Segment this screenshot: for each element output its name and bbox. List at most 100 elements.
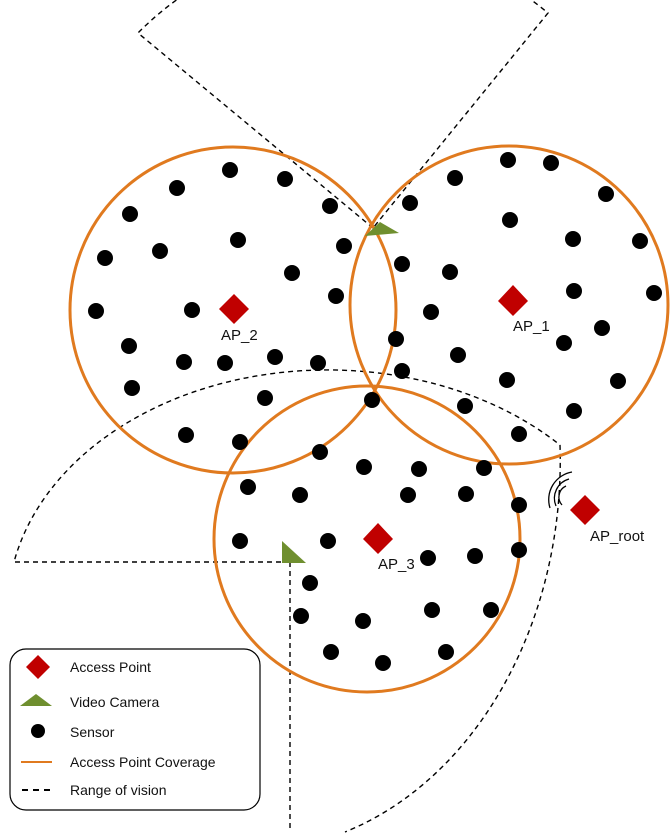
sensor-node [411, 461, 427, 477]
video-cameras [282, 222, 399, 563]
sensor-node [511, 426, 527, 442]
sensor-node [97, 250, 113, 266]
sensor-node [267, 349, 283, 365]
sensor-node [356, 459, 372, 475]
sensor-node [364, 392, 380, 408]
sensor-node [322, 198, 338, 214]
sensor-node [565, 231, 581, 247]
sensor-node [423, 304, 439, 320]
sensor-node [447, 170, 463, 186]
sensor-node [152, 243, 168, 259]
ap-label-aproot: AP_root [590, 528, 645, 545]
sensor-node [632, 233, 648, 249]
sensor-node [500, 152, 516, 168]
sensor-node [257, 390, 273, 406]
sensor-node [88, 303, 104, 319]
vision-range-camera-1 [136, 0, 549, 229]
sensor-node [424, 602, 440, 618]
sensor-node [394, 363, 410, 379]
legend-video-camera-label: Video Camera [70, 694, 159, 710]
sensor-node [556, 335, 572, 351]
sensor-node [122, 206, 138, 222]
sensor-node [598, 186, 614, 202]
ap-label-ap1: AP_1 [513, 318, 550, 335]
ap-icon-aproot [570, 495, 600, 525]
sensor-node [646, 285, 662, 301]
legend-access-point-label: Access Point [70, 659, 151, 675]
sensor-node [442, 264, 458, 280]
vision-range-camera-2-arc [344, 444, 561, 833]
wireless-signal-icon [548, 471, 573, 509]
legend-sensor-icon [31, 724, 45, 738]
sensor-node [323, 644, 339, 660]
ap-icon-ap2 [219, 294, 249, 324]
sensor-node [499, 372, 515, 388]
sensor-node [178, 427, 194, 443]
coverage-ap1 [348, 144, 670, 466]
sensor-node [458, 486, 474, 502]
sensor-node [293, 608, 309, 624]
ap-icon-ap3 [363, 523, 393, 554]
access-points [219, 285, 600, 554]
sensor-node [467, 548, 483, 564]
video-camera-2 [282, 541, 306, 563]
sensor-node [230, 232, 246, 248]
sensor-node [438, 644, 454, 660]
coverage-ap3 [212, 384, 522, 694]
sensor-node [450, 347, 466, 363]
vision-ranges [13, 0, 561, 833]
sensor-node [511, 542, 527, 558]
sensor-node [232, 533, 248, 549]
sensor-node [176, 354, 192, 370]
sensor-node [169, 180, 185, 196]
sensor-node [355, 613, 371, 629]
coverage-circles [68, 144, 670, 694]
sensor-node [400, 487, 416, 503]
sensor-node [457, 398, 473, 414]
legend-vision-label: Range of vision [70, 782, 167, 798]
sensor-node [124, 380, 140, 396]
sensors [88, 152, 662, 671]
sensor-node [277, 171, 293, 187]
video-camera-1 [365, 222, 399, 236]
sensor-node [292, 487, 308, 503]
sensor-node [310, 355, 326, 371]
legend-video-camera-icon [20, 694, 52, 706]
ap-label-ap3: AP_3 [378, 556, 415, 573]
sensor-node [502, 212, 518, 228]
sensor-node [320, 533, 336, 549]
sensor-node [217, 355, 233, 371]
sensor-node [336, 238, 352, 254]
sensor-node [184, 302, 200, 318]
sensor-node [483, 602, 499, 618]
sensor-node [232, 434, 248, 450]
sensor-node [566, 283, 582, 299]
sensor-node [312, 444, 328, 460]
sensor-node [375, 655, 391, 671]
ap-labels: AP_1 AP_2 AP_3 AP_root [221, 318, 645, 573]
sensor-node [121, 338, 137, 354]
sensor-node [302, 575, 318, 591]
sensor-node [476, 460, 492, 476]
sensor-node [420, 550, 436, 566]
legend: Access Point Video Camera Sensor Access … [9, 648, 261, 811]
sensor-node [610, 373, 626, 389]
sensor-node [388, 331, 404, 347]
coverage-ap2 [68, 145, 398, 475]
sensor-node [566, 403, 582, 419]
sensor-node [594, 320, 610, 336]
sensor-node [284, 265, 300, 281]
sensor-node [543, 155, 559, 171]
sensor-node [394, 256, 410, 272]
legend-sensor-label: Sensor [70, 724, 115, 740]
ap-icon-ap1 [498, 285, 528, 316]
legend-coverage-label: Access Point Coverage [70, 754, 216, 770]
sensor-node [328, 288, 344, 304]
legend-access-point-icon [26, 655, 50, 679]
legend-box [9, 648, 261, 811]
ap-label-ap2: AP_2 [221, 327, 258, 344]
sensor-node [222, 162, 238, 178]
sensor-node [402, 195, 418, 211]
